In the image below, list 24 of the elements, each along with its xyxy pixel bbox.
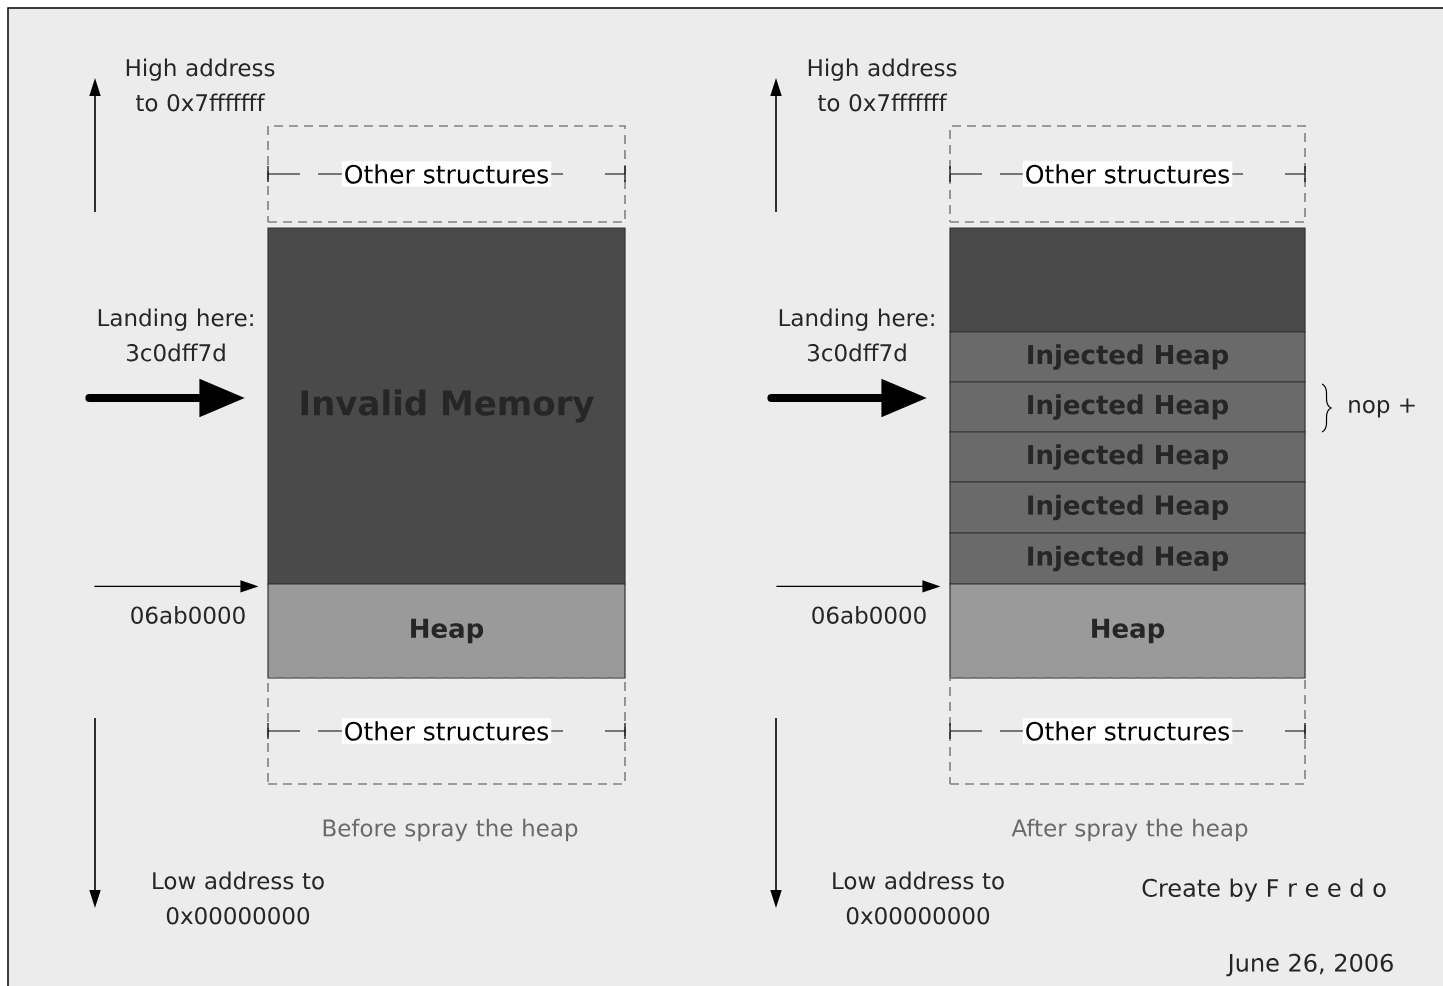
caption: After spray the heap <box>1011 818 1248 842</box>
injected-heap-block: Injected Heap <box>949 331 1306 383</box>
address-label: 06ab0000 <box>131 606 245 624</box>
address-label: Low address to 0x00000000 <box>833 871 1004 925</box>
injected-heap-block: Injected Heap <box>949 381 1306 433</box>
brace-label: nop + <box>1349 398 1415 418</box>
dashed-region: Other structures <box>949 677 1306 785</box>
injected-heap-block: Injected Heap <box>949 431 1306 483</box>
injected-heap-block: Injected Heap <box>949 481 1306 534</box>
credit-text: Create by F r e e d o <box>1142 878 1386 902</box>
heap-block: Heap <box>267 583 626 679</box>
heap-block: Heap <box>949 583 1306 679</box>
dashed-region: Other structures <box>267 677 626 785</box>
address-label: 06ab0000 <box>812 606 926 624</box>
injected-heap-block: Injected Heap <box>949 532 1306 585</box>
address-label: High address to 0x7fffffff <box>808 58 957 112</box>
pointer-label: Landing here: 3c0dff7d <box>779 308 934 362</box>
caption: Before spray the heap <box>323 818 578 842</box>
address-label: High address to 0x7fffffff <box>126 58 275 112</box>
memory-block <box>949 227 1306 333</box>
address-label: Low address to 0x00000000 <box>153 871 324 925</box>
dashed-region: Other structures <box>949 125 1306 223</box>
dashed-region: Other structures <box>267 125 626 223</box>
date-text: June 26, 2006 <box>1226 953 1393 977</box>
